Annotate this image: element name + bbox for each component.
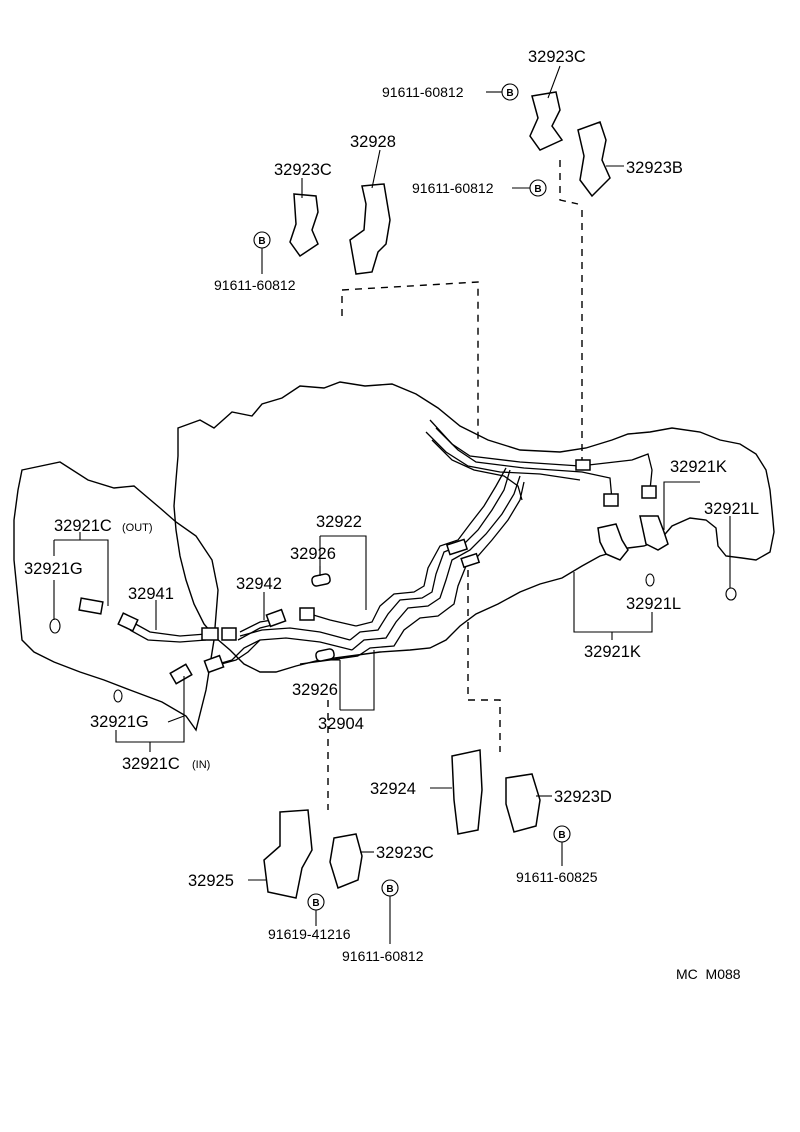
label-32921K-top: 32921K [670, 458, 727, 476]
bolt-marker-bottom2: B [381, 879, 399, 897]
svg-text:B: B [534, 184, 541, 195]
label-32923C-top: 32923C [528, 48, 586, 66]
label-32922: 32922 [316, 513, 362, 531]
label-bolt-right: 91611-60825 [516, 869, 598, 885]
engine-block-outline [173, 381, 775, 673]
label-32921L-mid: 32921L [626, 595, 681, 613]
label-32904: 32904 [318, 715, 364, 733]
label-32921K-bottom: 32921K [584, 643, 641, 661]
bolt-marker-left: B [253, 231, 271, 249]
bolt-marker-top: B [501, 83, 519, 101]
label-out-tag: (OUT) [122, 522, 153, 534]
svg-text:B: B [258, 236, 265, 247]
label-in-tag: (IN) [192, 759, 210, 771]
label-32921G-bottom: 32921G [90, 713, 149, 731]
bolt-markers: B B B B B B [253, 83, 571, 911]
label-32941: 32941 [128, 585, 174, 603]
bolt-marker-bottom1: B [307, 893, 325, 911]
svg-text:B: B [386, 884, 393, 895]
label-bolt-mid: 91611-60812 [412, 180, 494, 196]
panel-outline-left [13, 461, 219, 732]
label-32923C-left: 32923C [274, 161, 332, 179]
label-32928: 32928 [350, 133, 396, 151]
label-32921C-out: 32921C [54, 517, 112, 535]
svg-text:B: B [312, 898, 319, 909]
label-32921G-left: 32921G [24, 560, 83, 578]
bolt-marker-right: B [553, 825, 571, 843]
svg-text:B: B [506, 88, 513, 99]
label-bolt-left: 91611-60812 [214, 277, 296, 293]
label-32923C-bottom: 32923C [376, 844, 434, 862]
part-labels: 32923C 91611-60812 32928 32923C 91611-60… [24, 48, 759, 982]
leader-lines [53, 65, 731, 944]
label-bolt-top: 91611-60812 [382, 84, 464, 100]
label-32921L-right: 32921L [704, 500, 759, 518]
label-32921C-in: 32921C [122, 755, 180, 773]
label-32942: 32942 [236, 575, 282, 593]
brake-tube-bundle [129, 419, 653, 667]
guide-lines [327, 160, 583, 810]
label-bolt-bottom2: 91611-60812 [342, 948, 424, 964]
label-32926-bottom: 32926 [292, 681, 338, 699]
label-32923D: 32923D [554, 788, 612, 806]
fittings [49, 459, 737, 703]
label-32924: 32924 [370, 780, 416, 798]
clamps-brackets [263, 91, 611, 899]
svg-text:B: B [558, 830, 565, 841]
label-32923B: 32923B [626, 159, 683, 177]
label-32926-top: 32926 [290, 545, 336, 563]
label-32925: 32925 [188, 872, 234, 890]
label-bolt-bottom1: 91619-41216 [268, 926, 351, 942]
bolt-marker-mid: B [529, 179, 547, 197]
diagram-code: MC M088 [676, 966, 741, 982]
